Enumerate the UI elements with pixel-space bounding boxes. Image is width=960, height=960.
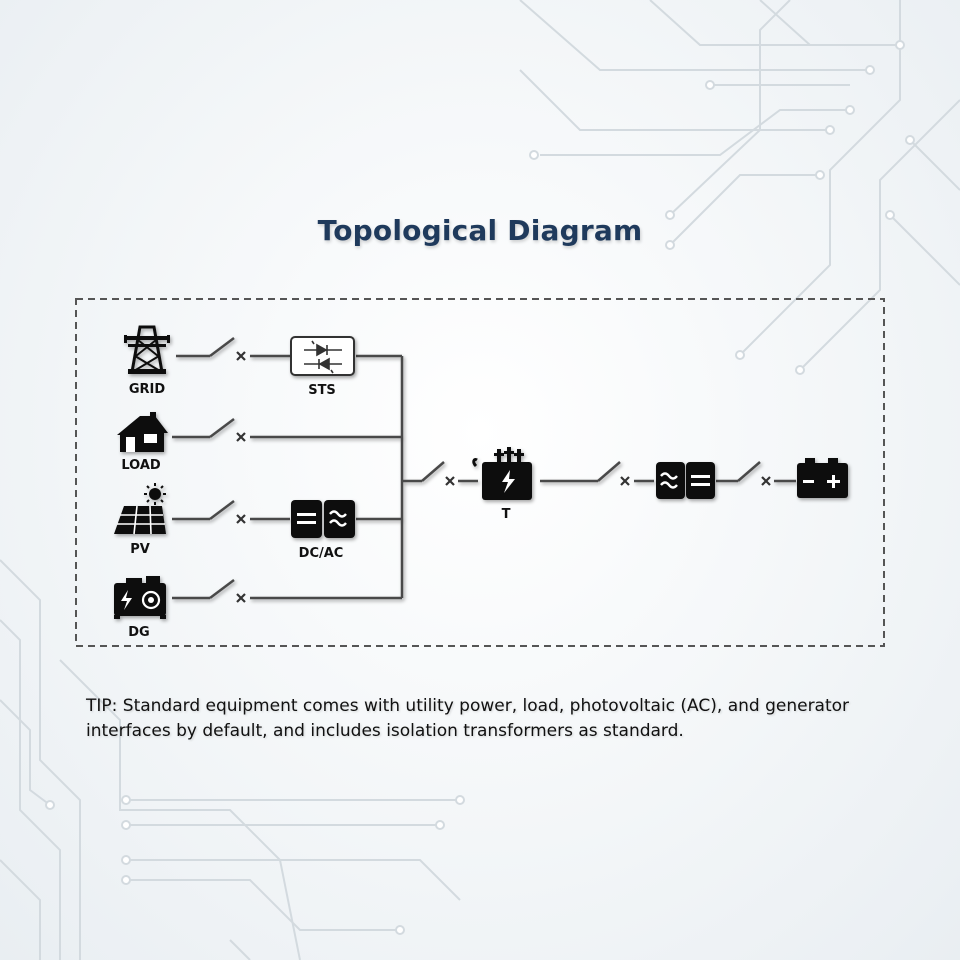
wiring	[172, 337, 796, 600]
battery-icon	[797, 458, 848, 498]
source-label-load: LOAD	[121, 458, 161, 473]
device-label-dcac: DC/AC	[299, 546, 344, 561]
breaker-marks	[236, 351, 771, 603]
generator-icon	[114, 576, 166, 619]
device-label-sts: STS	[308, 383, 336, 398]
house-icon	[117, 412, 168, 452]
breaker-dg	[236, 593, 246, 603]
ac-dc-converter-icon	[656, 462, 715, 499]
breaker-battery	[761, 476, 771, 486]
breaker-grid	[236, 351, 246, 361]
source-label-dg: DG	[128, 625, 149, 640]
breaker-load	[236, 432, 246, 442]
device-label-transformer: T	[502, 507, 511, 522]
static-transfer-switch-icon	[290, 336, 355, 376]
transformer-icon	[472, 447, 532, 500]
power-tower-icon	[124, 325, 170, 374]
breaker-transformer	[620, 476, 630, 486]
inverter-icon	[291, 500, 355, 538]
system-boundary	[75, 298, 885, 647]
source-label-pv: PV	[130, 542, 150, 557]
source-label-grid: GRID	[129, 382, 166, 397]
breaker-pv	[236, 514, 246, 524]
tip-note: TIP: Standard equipment comes with utili…	[86, 696, 850, 741]
solar-panel-icon	[114, 483, 166, 535]
breaker-bus	[445, 476, 455, 486]
diagram-title: Topological Diagram	[317, 214, 643, 247]
